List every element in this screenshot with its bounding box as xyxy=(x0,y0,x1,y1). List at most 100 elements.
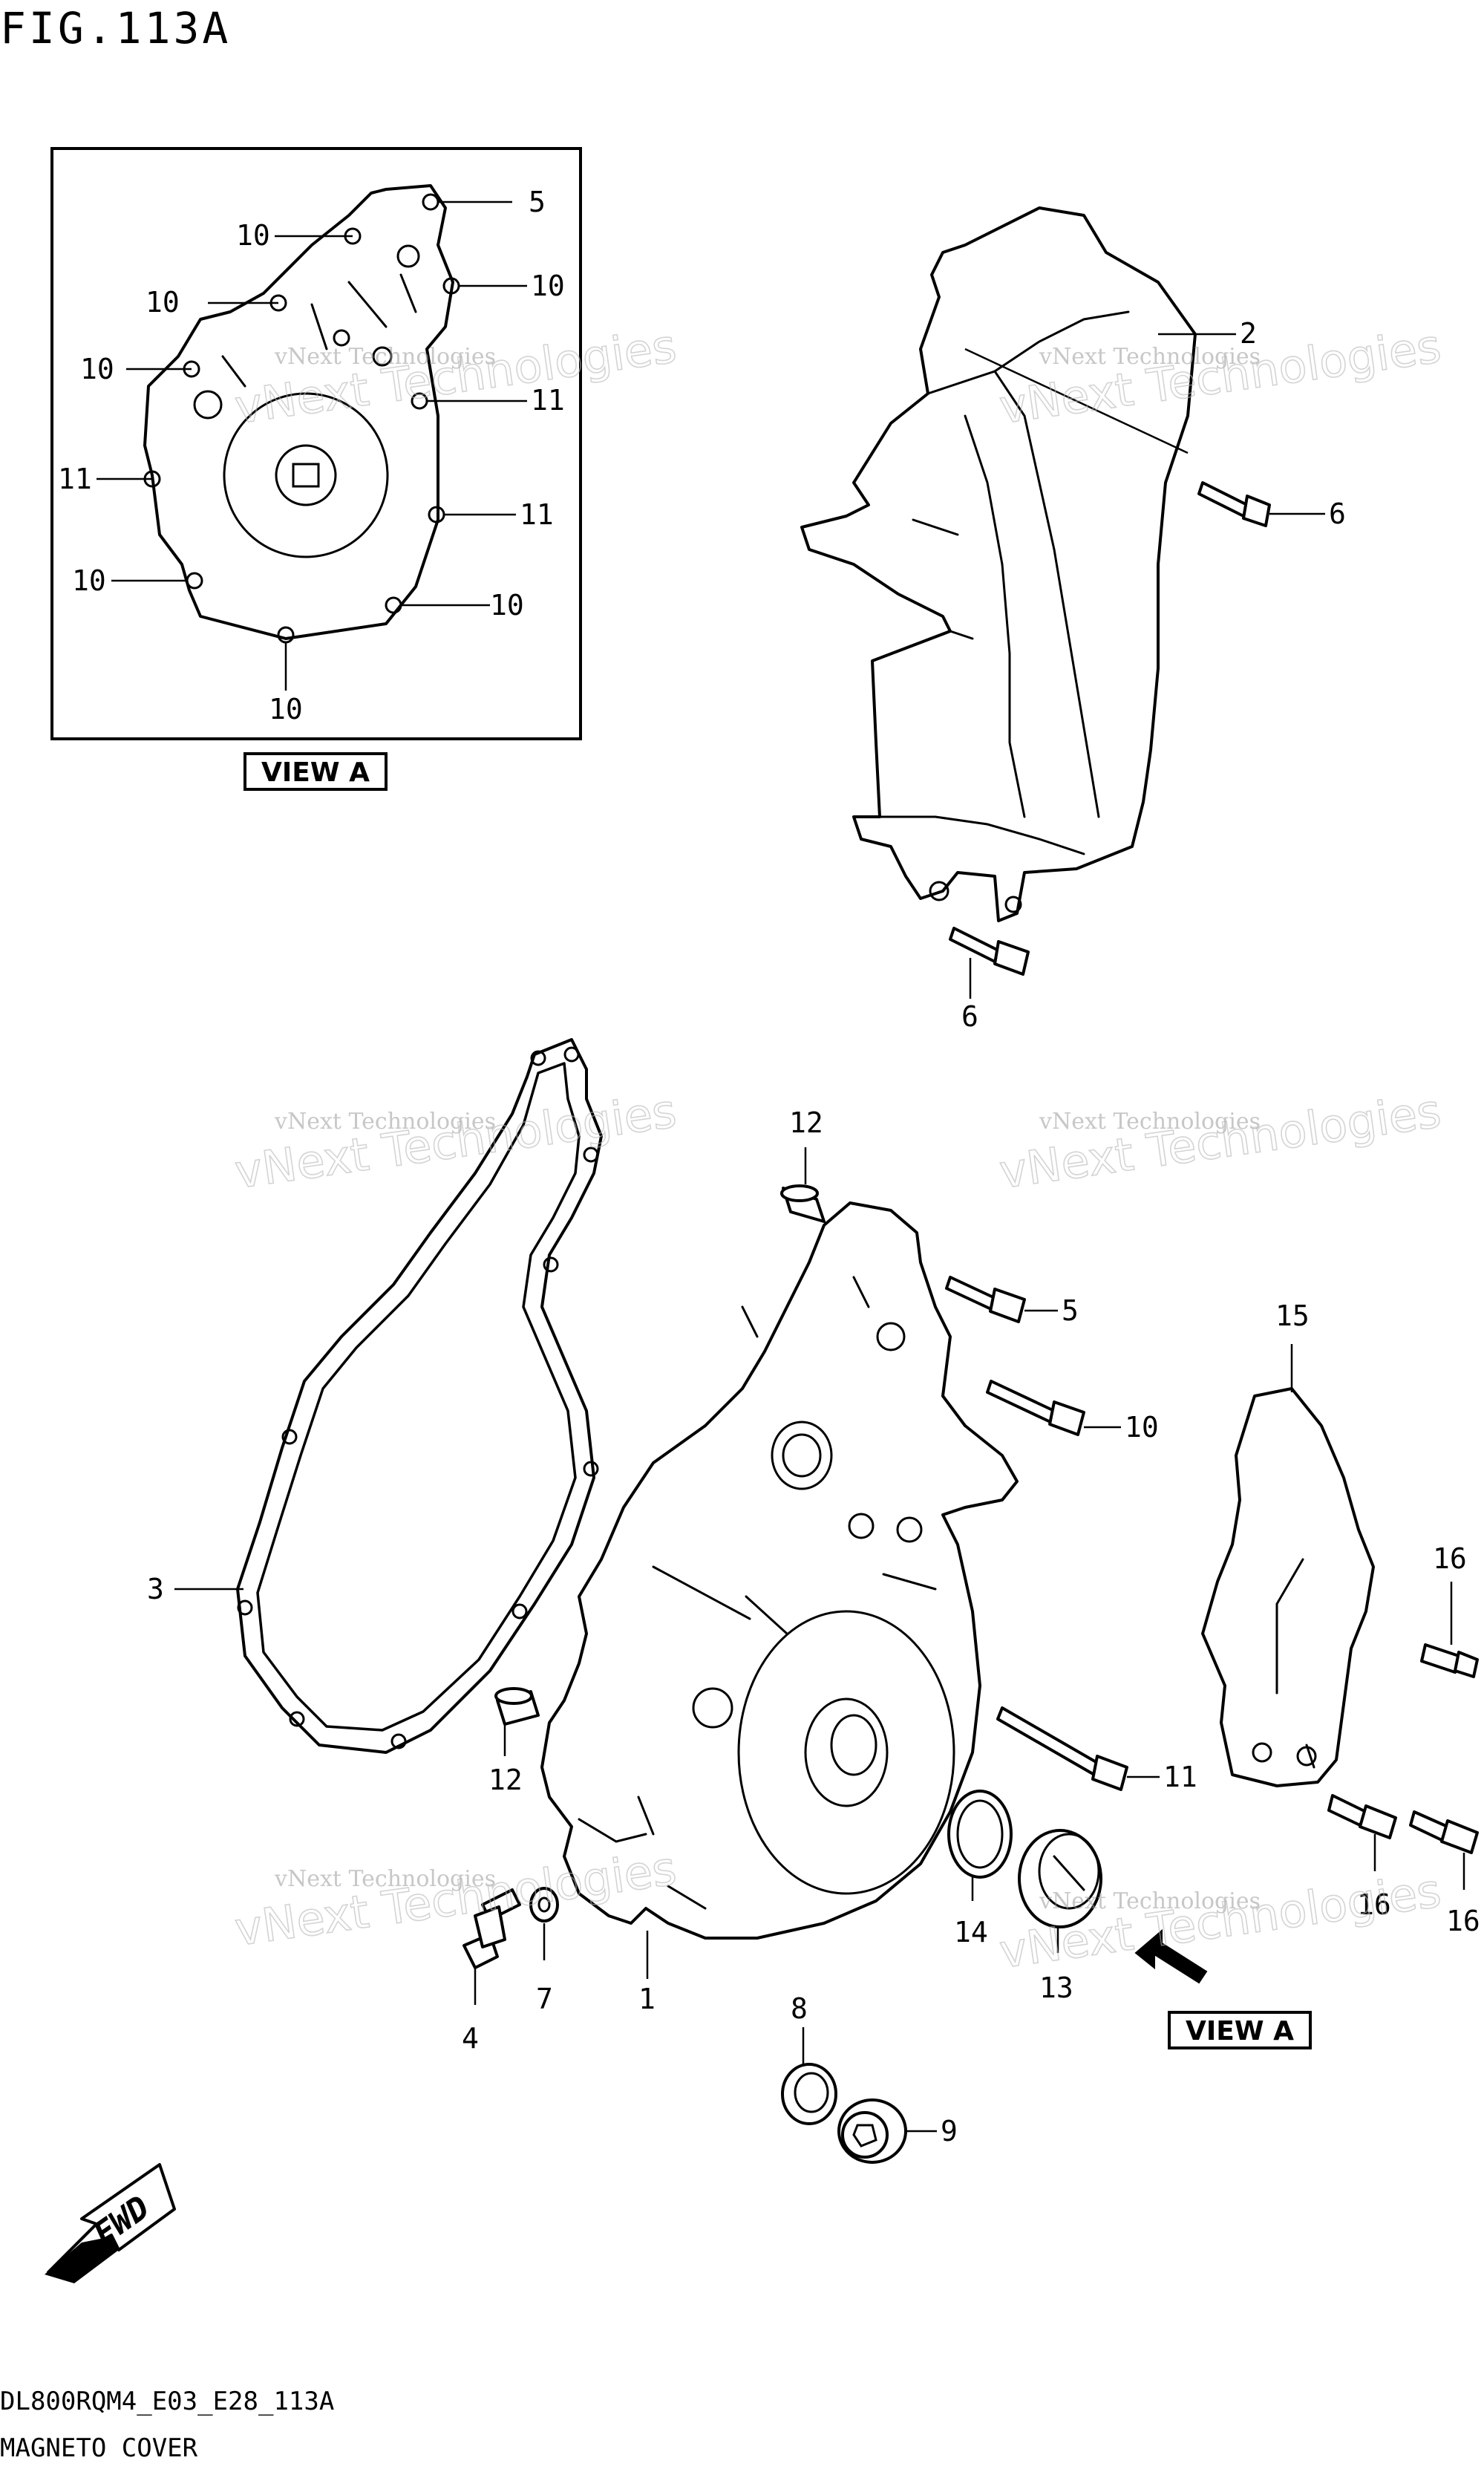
callout-5: 5 xyxy=(1062,1294,1079,1327)
bolt-6-head xyxy=(993,940,1030,976)
plate-hole xyxy=(1252,1742,1272,1763)
guard-mount-hole xyxy=(1004,896,1022,913)
part-12-dowel-lower: 12 xyxy=(488,1687,540,1796)
part-8-washer: 8 xyxy=(781,1992,837,2125)
inset-callout: 10 xyxy=(80,353,114,385)
cover-bolt-boss xyxy=(876,1322,906,1351)
gasket-hole xyxy=(281,1429,298,1445)
inset-rotor-housing xyxy=(223,392,389,558)
inset-ribs xyxy=(221,273,417,388)
view-a-caption-box xyxy=(243,752,388,791)
watermark-text: vNext Technologies xyxy=(274,1866,496,1892)
gasket-hole xyxy=(543,1256,559,1273)
callout-7: 7 xyxy=(536,1983,553,2015)
washer-7-hole xyxy=(537,1896,551,1913)
inset-callout: 11 xyxy=(58,463,92,495)
part-6-bolt-lower: 6 xyxy=(949,927,1030,1033)
part-15-plate: 15 xyxy=(1201,1299,1375,1787)
callout-12: 12 xyxy=(488,1764,523,1796)
part-14-oring: 14 xyxy=(947,1790,1013,1948)
washer-7 xyxy=(529,1887,559,1922)
inset-leaders xyxy=(97,200,527,691)
bolt-10-shank xyxy=(986,1380,1056,1423)
cover-crank-inner xyxy=(830,1714,877,1776)
view-a-pointer-label: VIEW A xyxy=(1186,2016,1294,2046)
footer-name: MAGNETO COVER xyxy=(0,2433,198,2463)
guard-leader xyxy=(964,333,1236,454)
inset-fitting xyxy=(193,390,223,420)
gasket-hole xyxy=(583,1461,599,1477)
view-a-arrow-icon xyxy=(1134,1928,1208,1984)
callout-9: 9 xyxy=(941,2115,958,2147)
inset-cover-outline xyxy=(143,184,454,640)
view-a-caption: VIEW A xyxy=(243,752,388,791)
gasket-hole xyxy=(511,1603,528,1620)
callout-6: 6 xyxy=(1329,498,1346,530)
inset-boss-3 xyxy=(333,329,350,347)
callout-12: 12 xyxy=(789,1106,823,1139)
part-7-washer: 7 xyxy=(529,1887,559,2015)
dowel-12-end xyxy=(494,1687,533,1705)
cover-plug-boss xyxy=(692,1687,733,1729)
inset-crank-hole xyxy=(275,444,337,506)
guard-contour xyxy=(878,310,1130,855)
bolt-5-head xyxy=(989,1288,1026,1323)
part-1-magneto-cover: 1 xyxy=(540,1201,1019,2015)
watermark-text: vNext Technologies xyxy=(1039,1888,1261,1914)
part-5-bolt: 5 xyxy=(945,1276,1079,1327)
callout-15: 15 xyxy=(1275,1299,1310,1332)
callout-2: 2 xyxy=(1240,317,1257,350)
callout-16: 16 xyxy=(1357,1888,1391,1921)
cover-bearing-bore xyxy=(782,1433,822,1478)
plug-slot xyxy=(1053,1855,1085,1891)
watermark-text: vNext Technologies xyxy=(232,1083,679,1199)
cover-bolt-boss xyxy=(848,1513,875,1539)
part-16-screw-mid: 16 xyxy=(1327,1794,1397,1921)
bolt-11-shank xyxy=(996,1706,1100,1776)
oring-outer xyxy=(947,1790,1013,1879)
inset-callout: 10 xyxy=(72,564,106,597)
part-6-bolt-upper: 6 xyxy=(1197,481,1346,530)
figure-title: FIG.113A xyxy=(0,3,231,53)
cover-outline xyxy=(540,1201,1019,1940)
callout-14: 14 xyxy=(954,1916,988,1948)
plug-9-head xyxy=(841,2111,889,2159)
callout-6: 6 xyxy=(961,1000,978,1033)
screw-16-head xyxy=(1454,1651,1479,1678)
callout-8: 8 xyxy=(791,1992,808,2025)
part-3-gasket: 3 xyxy=(147,1038,603,1754)
bolt-10-head xyxy=(1048,1400,1085,1436)
watermark-text: vNext Technologies xyxy=(996,1083,1444,1199)
gasket-hole xyxy=(563,1046,580,1063)
watermark-text: vNext Technologies xyxy=(232,1841,679,1957)
cover-bearing-boss xyxy=(771,1421,833,1490)
bolt-6-shank xyxy=(949,927,1000,963)
screw-16 xyxy=(1420,1643,1460,1674)
inset-callout: 11 xyxy=(531,384,565,417)
cover-contours xyxy=(578,1276,937,1910)
callout-10: 10 xyxy=(1125,1411,1159,1444)
inset-callout: 10 xyxy=(236,219,270,252)
bolt-5-shank xyxy=(945,1276,996,1311)
inset-boss-2 xyxy=(372,346,393,367)
inset-callout: 10 xyxy=(490,589,524,622)
callout-4: 4 xyxy=(462,2022,479,2055)
plug-9-socket xyxy=(852,2124,877,2147)
callout-3: 3 xyxy=(147,1573,164,1605)
bolt-6-shank xyxy=(1197,481,1249,518)
plug-face xyxy=(1038,1833,1100,1910)
gasket-hole xyxy=(390,1733,407,1749)
fwd-arrow: FWD xyxy=(45,2163,176,2283)
part-16-screw-right: 16 xyxy=(1420,1542,1479,1678)
callout-13: 13 xyxy=(1039,1971,1073,2004)
callout-11: 11 xyxy=(1163,1761,1197,1793)
gasket-outer xyxy=(236,1038,603,1754)
fwd-arrow-tip xyxy=(45,2237,119,2283)
plug-body xyxy=(1018,1829,1102,1928)
screw-16-head xyxy=(1440,1819,1479,1854)
gasket-hole xyxy=(289,1711,305,1727)
gasket-hole xyxy=(583,1147,599,1163)
part-16-screw-low: 16 xyxy=(1409,1810,1480,1937)
